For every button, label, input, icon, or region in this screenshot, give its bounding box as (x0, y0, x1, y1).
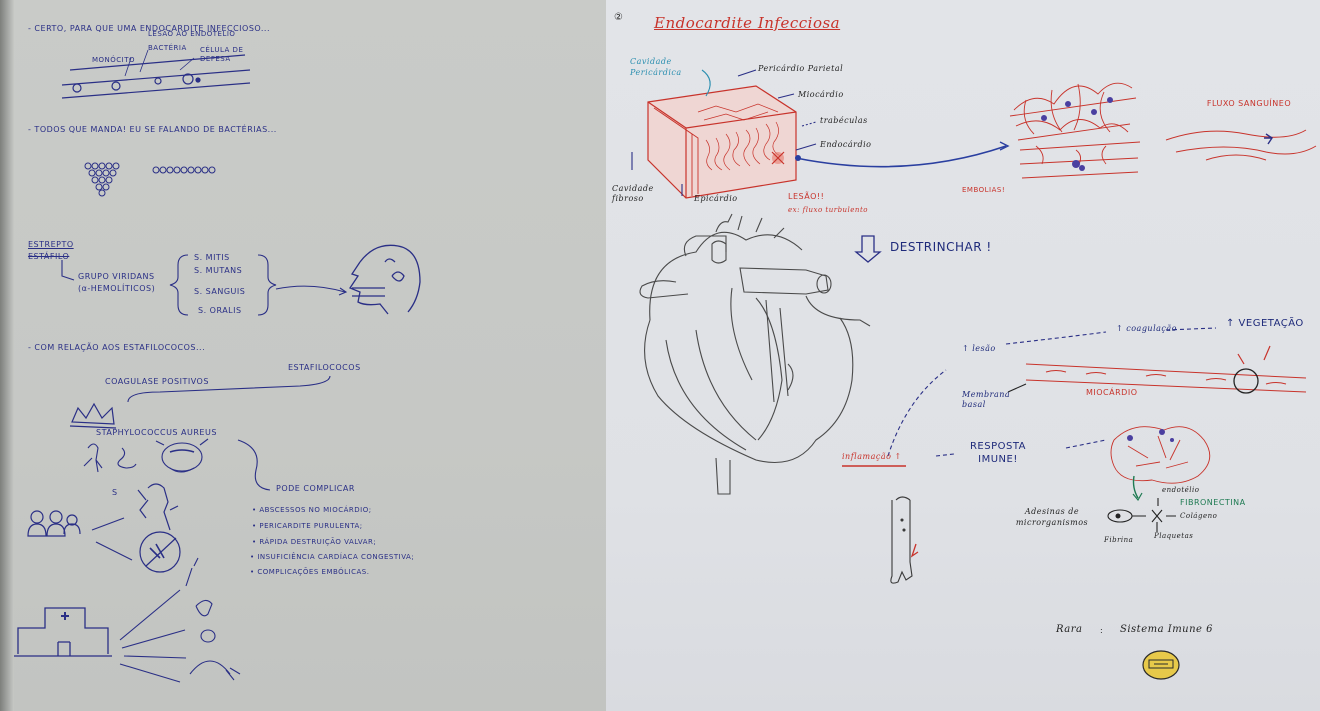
pode-complicar-label: PODE COMPLICAR (276, 484, 355, 493)
heart-wall-section (648, 86, 796, 198)
layer-label: Pericárdio Parietal (758, 64, 843, 73)
adesinas-label: Adesinas de microrganismos (1002, 506, 1102, 528)
vessel-label-defense-cell: CÉLULA DE DEFESA (200, 46, 260, 64)
fibronectina-label: FIBRONECTINA (1180, 498, 1246, 507)
cavidade-fibroso-label: Cavidade fibroso (612, 184, 652, 204)
epicardio-label: Epicárdio (694, 194, 738, 203)
staph-title: ESTAFILOCOCOS (288, 363, 361, 372)
coagulase-label: COAGULASE POSITIVOS (105, 377, 209, 386)
resposta-imune-label: RESPOSTA IMUNE! (958, 440, 1038, 466)
destrinchar-label: DESTRINCHAR ! (890, 240, 992, 254)
heart-organ-icon (162, 443, 202, 471)
layer-label: trabéculas (820, 116, 868, 125)
fibrina-label: Fibrina (1104, 536, 1133, 544)
membrana-label: Membrana basal (962, 390, 1006, 410)
vessel-label-monocyte: MONÓCITO (92, 56, 135, 64)
lesao-label: LESÃO!! (788, 192, 824, 201)
strep-species: S. MUTANS (194, 266, 242, 275)
viridans-sub: (α-HEMOLÍTICOS) (78, 284, 155, 293)
page-title: Endocardite Infecciosa (654, 14, 840, 32)
vegetacao-label: ↑ VEGETAÇÃO (1226, 318, 1304, 329)
viridans-label: GRUPO VIRIDANS (78, 272, 155, 281)
sistema-imune-label: Sistema Imune 6 (1120, 624, 1213, 635)
plaquetas-label: Plaquetas (1154, 532, 1193, 540)
coagulacao-label: ↑ coagulação (1116, 324, 1177, 333)
bacteria-chain-icon (153, 167, 215, 173)
myocardium-strip (1026, 364, 1306, 392)
staph-crossed-title: ESTÁFILO (28, 252, 69, 261)
colageno-label: Colágeno (1180, 512, 1217, 520)
inflamacao-label: inflamação ↑ (842, 452, 902, 461)
nose-icon (118, 448, 136, 468)
hospital-icon (14, 608, 112, 656)
heart-anatomy-drawing (640, 214, 870, 494)
vessel-label-bacteria: BACTÉRIA (148, 44, 187, 52)
complication-item: • INSUFICIÊNCIA CARDÍACA CONGESTIVA; (250, 553, 414, 561)
rara-label: Rara (1056, 624, 1082, 635)
endotelio-label: endotélio (1162, 486, 1200, 494)
complication-item: • RÁPIDA DESTRUIÇÃO VALVAR; (252, 538, 376, 546)
layer-label: Miocárdio (798, 90, 844, 99)
cavidade-label: Cavidade Pericárdica (630, 56, 700, 78)
layer-label: Endocárdio (820, 140, 872, 149)
complication-item: • ABSCESSOS NO MIOCÁRDIO; (252, 506, 372, 514)
strep-species: S. ORALIS (198, 306, 242, 315)
aureus-label: STAPHYLOCOCCUS AUREUS (96, 428, 217, 437)
immune-cluster-drawing (1111, 427, 1210, 484)
catheter-lines (120, 558, 240, 682)
strep-species: S. MITIS (194, 253, 230, 262)
colon-separator: : (1100, 626, 1103, 635)
embolias-label: EMBOLIAS! (962, 186, 1005, 194)
left-bacteria-line: - TODOS QUE MANDA! EU SE FALANDO DE BACT… (28, 125, 277, 134)
fluxo-label: FLUXO SANGUÍNEO (1204, 98, 1294, 109)
sad-coin-icon (1143, 651, 1179, 679)
vessel-label-lesion: LESÃO AO ENDOTÉLIO (148, 30, 235, 38)
crown-icon (70, 404, 116, 428)
people-label: S (112, 488, 118, 497)
miocardio-strip-label: MIOCÁRDIO (1086, 388, 1138, 397)
skin-figure-icon (84, 444, 102, 472)
left-page-drawings (0, 0, 606, 711)
staph-intro-line: - COM RELAÇÃO AOS ESTAFILOCOCOS... (28, 343, 205, 352)
torso-icon (140, 484, 178, 530)
notebook-page-right: ② Endocardite Infecciosa Cavidade Pericá… (606, 0, 1320, 711)
complication-item: • PERICARDITE PURULENTA; (252, 522, 363, 530)
strep-species: S. SANGUIS (194, 287, 245, 296)
bacteria-cluster-icon (85, 163, 119, 196)
embolism-arrow (796, 146, 1006, 167)
person-icon (50, 511, 62, 523)
notebook-page-left: - CERTO, PARA QUE UMA ENDOCARDITE INFECC… (0, 0, 606, 711)
page-number: ② (614, 12, 623, 23)
arm-drawing (891, 497, 918, 583)
lesao-arrow-label: ↑ lesão (962, 344, 996, 353)
person-icon (31, 511, 43, 523)
head-profile-icon (350, 245, 420, 314)
complication-item: • COMPLICAÇÕES EMBÓLICAS. (250, 568, 369, 576)
strep-title: ESTREPTO (28, 240, 74, 249)
lesao-sub-label: ex: fluxo turbulento (788, 206, 868, 214)
